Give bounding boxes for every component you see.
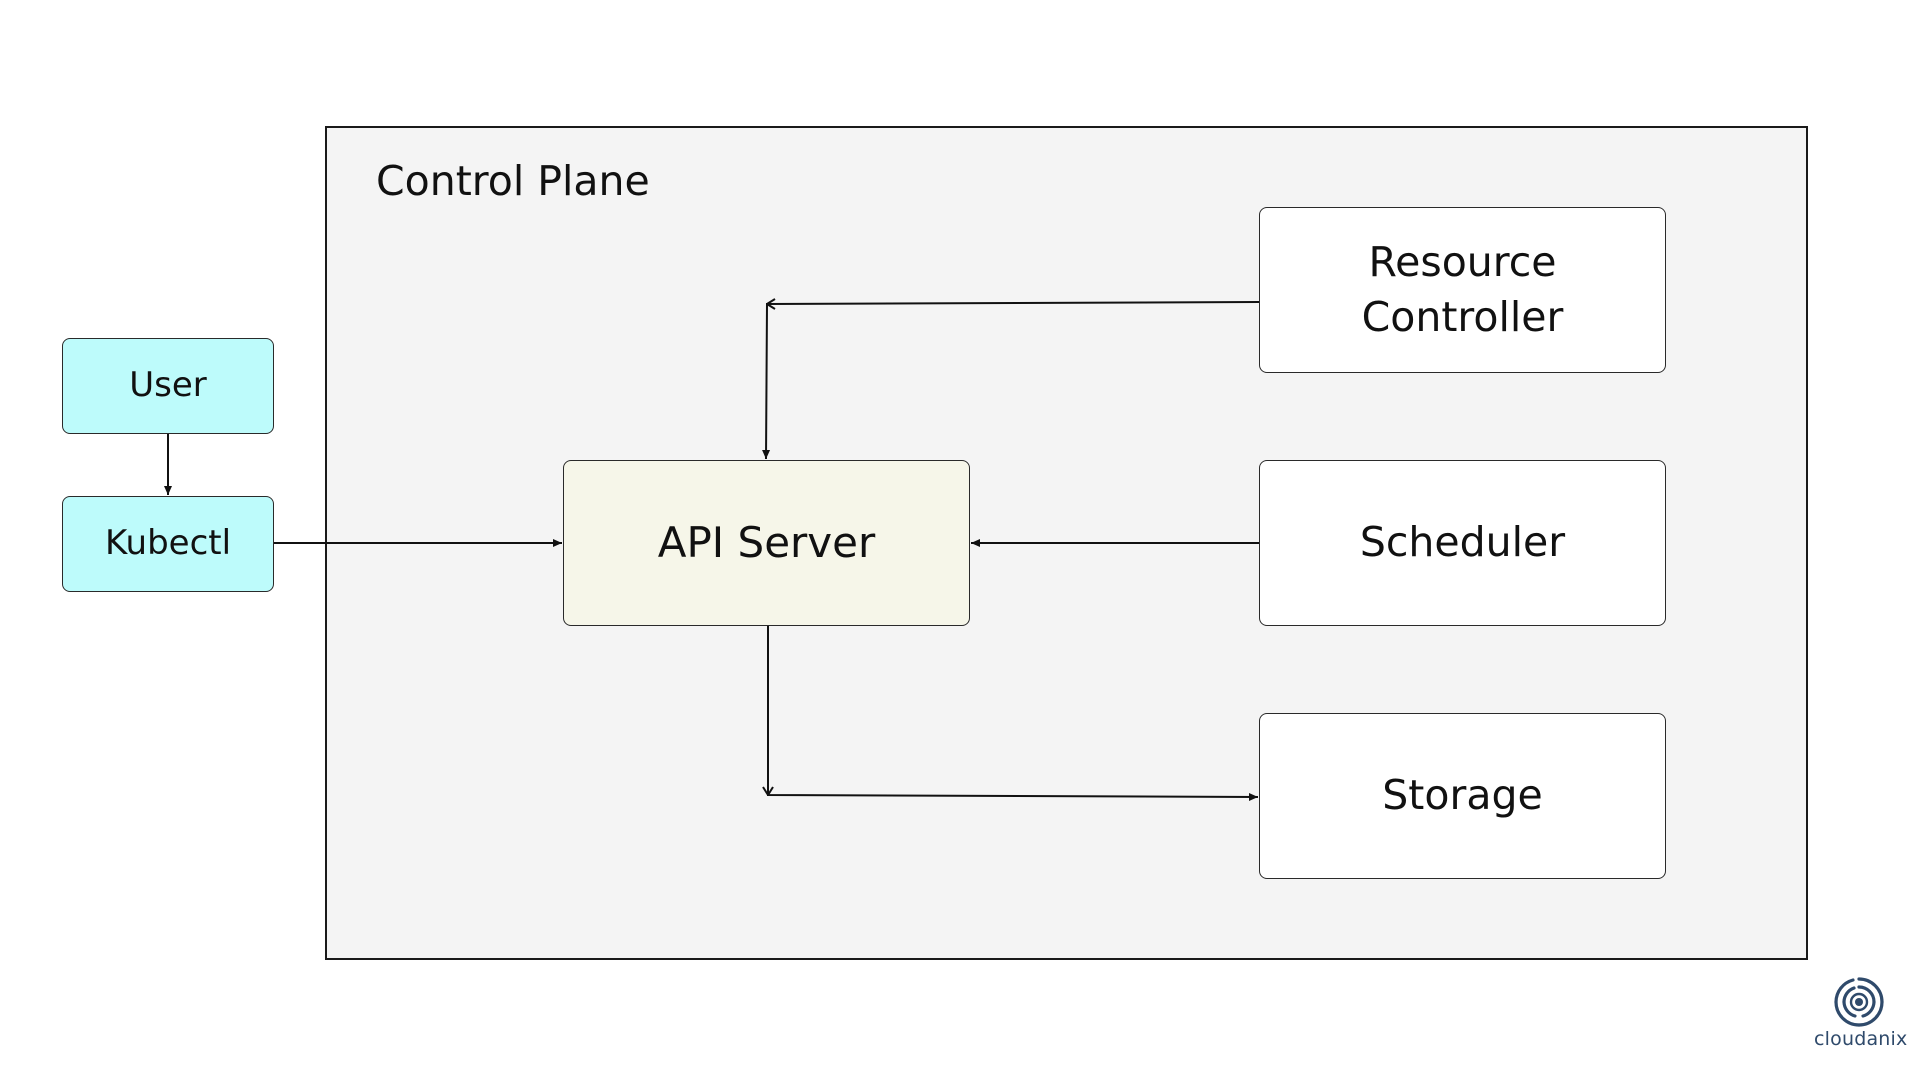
api-server-node-label: API Server: [657, 517, 876, 567]
kubectl-node: Kubectl: [62, 496, 274, 592]
control-plane-title: Control Plane: [376, 157, 650, 205]
user-node-label: User: [129, 365, 207, 406]
resource-controller-node: Resource Controller: [1259, 207, 1666, 373]
scheduler-node: Scheduler: [1259, 460, 1666, 626]
cloudanix-logo: cloudanix: [1814, 976, 1908, 1056]
api-server-node: API Server: [563, 460, 970, 626]
storage-node: Storage: [1259, 713, 1666, 879]
cloudanix-logo-text: cloudanix: [1814, 1028, 1908, 1050]
resource-controller-node-label: Resource Controller: [1361, 237, 1564, 341]
kubectl-node-label: Kubectl: [104, 523, 232, 564]
user-node: User: [62, 338, 274, 434]
storage-node-label: Storage: [1382, 771, 1543, 820]
scheduler-node-label: Scheduler: [1359, 518, 1566, 567]
cloudanix-logo-icon: [1834, 977, 1884, 1027]
